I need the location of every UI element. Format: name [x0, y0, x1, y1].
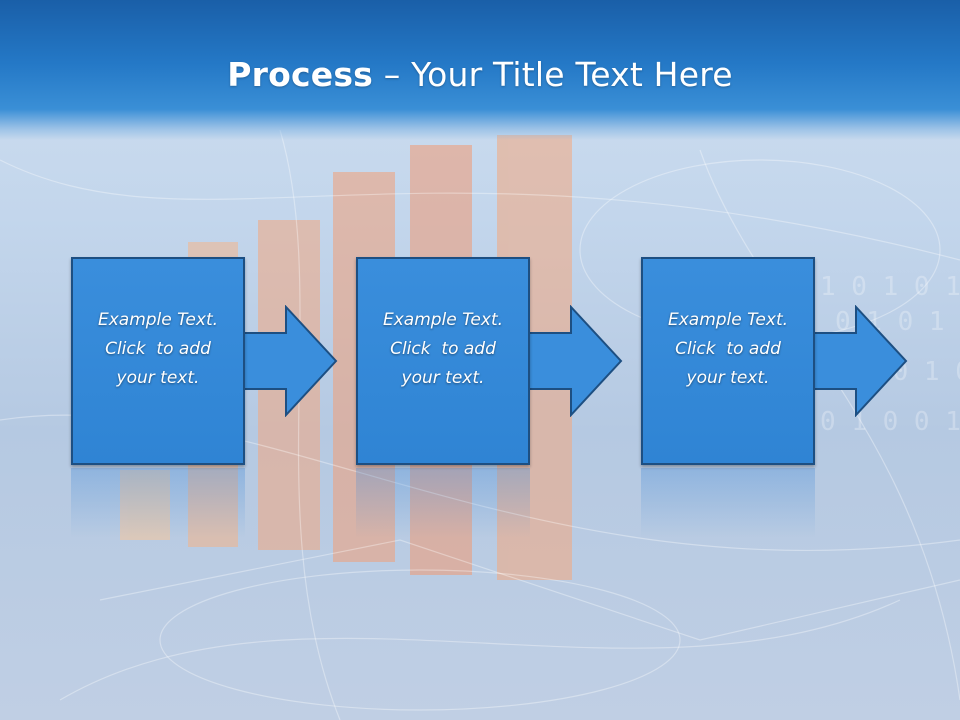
- step-text-line-2: Click to add: [105, 338, 211, 359]
- step-text: Example Text. Click to add your text.: [74, 306, 242, 393]
- binary-decoration: 0 1 0 0 1: [820, 407, 960, 437]
- title-bar: [0, 0, 960, 140]
- arrow-right-icon: [525, 305, 623, 417]
- step-text: Example Text. Click to add your text.: [644, 306, 812, 393]
- step-reflection: [71, 468, 245, 538]
- step-text-line-3: your text.: [686, 367, 770, 388]
- step-text-line-3: your text.: [401, 367, 485, 388]
- step-text: Example Text. Click to add your text.: [359, 306, 527, 393]
- arrow-right-icon: [240, 305, 338, 417]
- arrow-right-icon: [810, 305, 908, 417]
- process-step-3[interactable]: Example Text. Click to add your text.: [641, 257, 815, 465]
- background-bar: [120, 470, 170, 540]
- step-reflection: [641, 468, 815, 538]
- slide-title[interactable]: Process – Your Title Text Here: [0, 52, 960, 98]
- process-step-2[interactable]: Example Text. Click to add your text.: [356, 257, 530, 465]
- title-rest: – Your Title Text Here: [373, 55, 733, 94]
- step-text-line-3: your text.: [116, 367, 200, 388]
- step-text-line-1: Example Text.: [97, 309, 219, 330]
- step-text-line-1: Example Text.: [667, 309, 789, 330]
- step-text-line-1: Example Text.: [382, 309, 504, 330]
- binary-decoration: 1 0 1 0 1: [820, 272, 960, 302]
- step-text-line-2: Click to add: [675, 338, 781, 359]
- step-text-line-2: Click to add: [390, 338, 496, 359]
- process-step-1[interactable]: Example Text. Click to add your text.: [71, 257, 245, 465]
- title-bold: Process: [227, 55, 374, 94]
- step-reflection: [356, 468, 530, 538]
